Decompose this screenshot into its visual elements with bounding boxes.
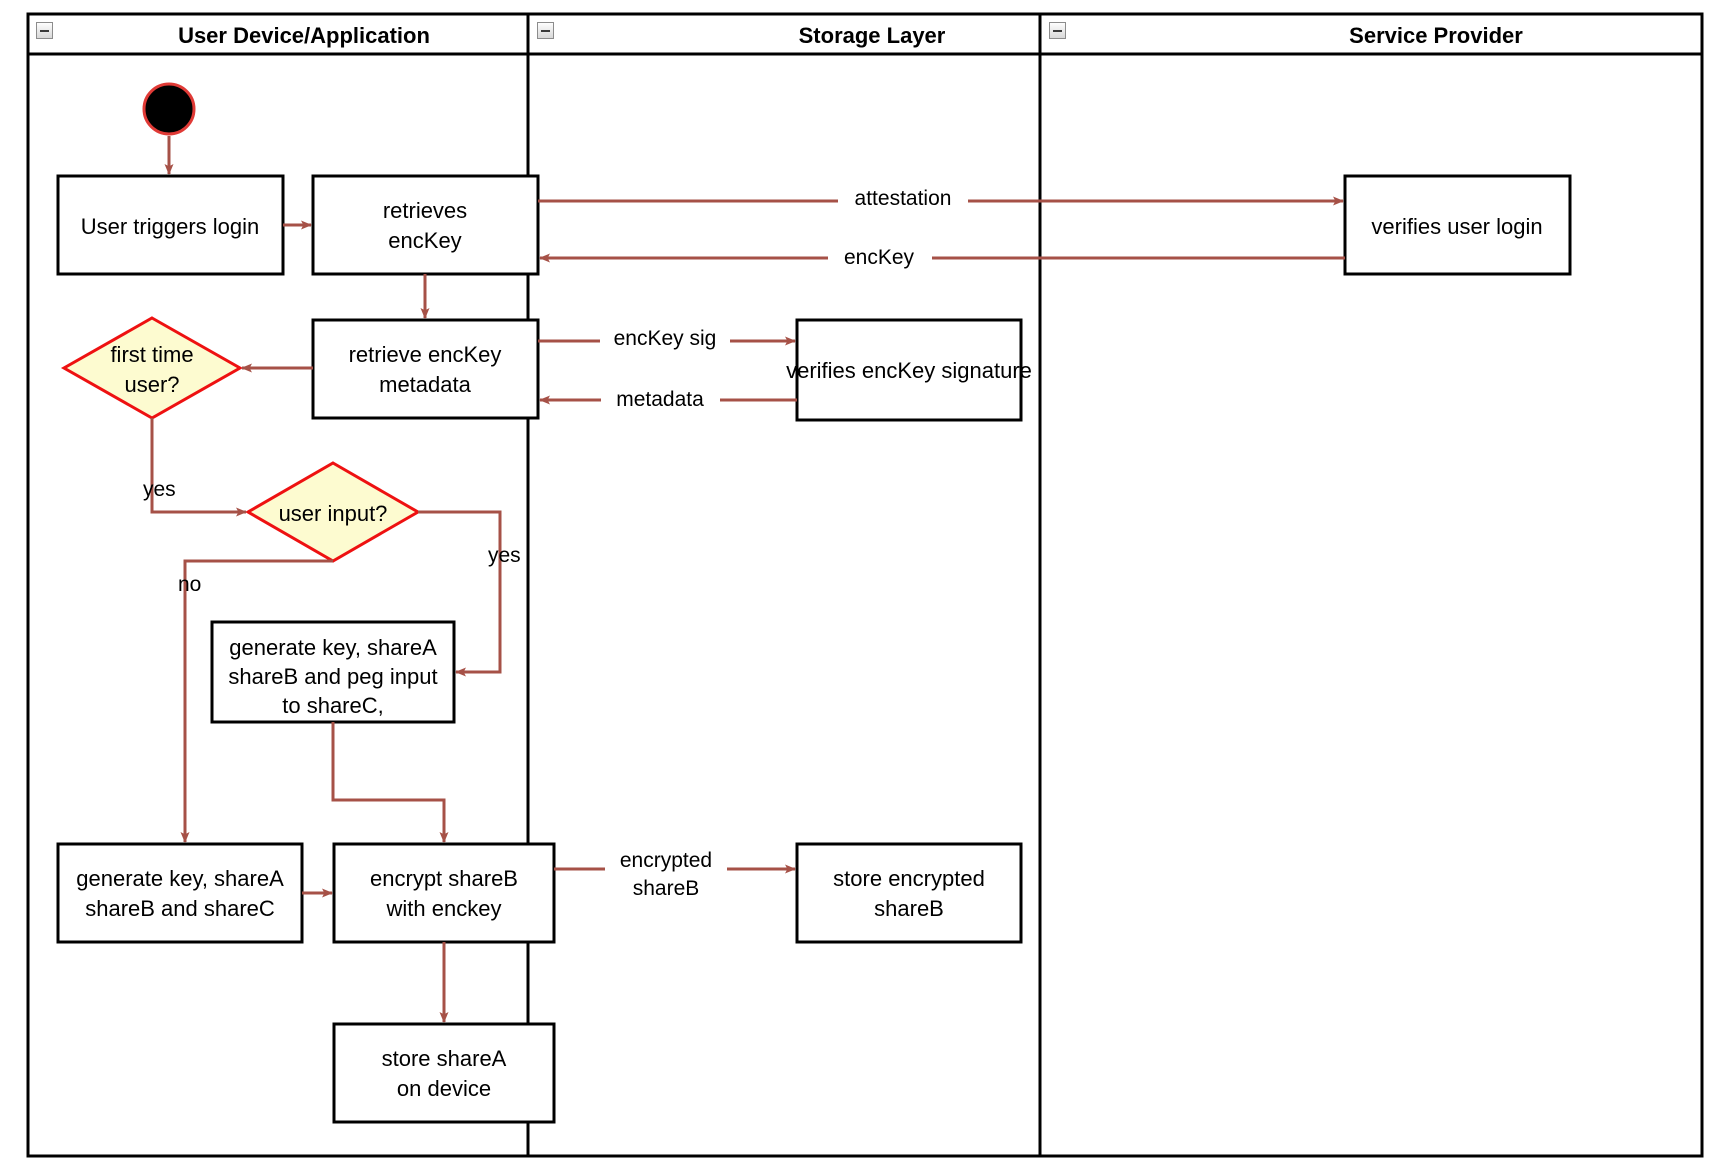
node-retrieves-enckey: [311, 174, 540, 276]
edge-label-no-user-input: no: [178, 573, 201, 596]
label-bg-encrypted-shareb: [605, 845, 727, 901]
node-store-sharea-on-device-line-1: store shareA: [382, 1046, 507, 1071]
node-user-triggers-login: [56, 174, 285, 276]
node-verifies-user-login: [1343, 174, 1572, 276]
node-encrypt-shareb: [332, 842, 556, 944]
node-generate-key-shares: [56, 842, 304, 944]
node-user-triggers-login-line-1: User triggers login: [81, 214, 260, 239]
node-generate-key-peg-line-3: to shareC,: [282, 693, 384, 718]
label-bg-metadata: [601, 387, 720, 413]
lane-title-service-provider: Service Provider: [1349, 23, 1523, 48]
collapse-icon-storage[interactable]: [537, 22, 554, 39]
node-retrieve-enckey-metadata: [311, 318, 540, 420]
decision-user-input-line-1: user input?: [279, 501, 388, 526]
edge-label-encrypted-shareb-line-1: encrypted: [620, 849, 712, 872]
node-store-sharea-on-device: [332, 1022, 556, 1124]
edge-user-input-yes-to-generate-key-peg: [418, 510, 502, 677]
edge-generate-key-peg-to-encrypt-shareb: [331, 722, 449, 843]
node-retrieves-enckey-line-1: retrieves: [383, 198, 467, 223]
node-verifies-enckey-signature-line-1: verifies encKey signature: [786, 358, 1032, 383]
decision-first-time-user: [60, 316, 244, 420]
label-bg-enckey: [828, 245, 932, 271]
edge-label-yes-first-time: yes: [143, 478, 176, 501]
node-store-encrypted-shareb-line-1: store encrypted: [833, 866, 985, 891]
node-retrieve-enckey-metadata-line-1: retrieve encKey: [349, 342, 502, 367]
node-generate-key-shares-line-2: shareB and shareC: [85, 896, 275, 921]
edge-label-metadata: metadata: [616, 388, 704, 411]
edge-first-time-user-yes-to-user-input: [150, 418, 247, 517]
node-generate-key-shares-line-1: generate key, shareA: [76, 866, 284, 891]
lane-title-user-device: User Device/Application: [178, 23, 430, 48]
label-bg-attestation: [838, 186, 968, 212]
start-node: [142, 82, 196, 136]
edge-label-attestation: attestation: [855, 187, 952, 210]
node-encrypt-shareb-line-2: with enckey: [386, 896, 502, 921]
node-verifies-user-login-line-1: verifies user login: [1371, 214, 1542, 239]
node-generate-key-peg-line-2: shareB and peg input: [228, 664, 437, 689]
decision-first-time-user-line-2: user?: [124, 372, 179, 397]
node-store-sharea-on-device-line-2: on device: [397, 1076, 491, 1101]
label-bg-enckey-sig: [600, 326, 730, 352]
node-retrieve-enckey-metadata-line-2: metadata: [379, 372, 471, 397]
node-encrypt-shareb-line-1: encrypt shareB: [370, 866, 518, 891]
edge-label-yes-user-input: yes: [488, 544, 521, 567]
edge-label-encrypted-shareb-line-2: shareB: [633, 877, 700, 900]
collapse-icon-service-provider[interactable]: [1049, 22, 1066, 39]
swimlane-frame: [26, 12, 1704, 1158]
node-store-encrypted-shareb-line-2: shareB: [874, 896, 944, 921]
node-retrieves-enckey-line-2: encKey: [388, 228, 461, 253]
node-verifies-enckey-signature: [795, 318, 1023, 422]
node-generate-key-peg-line-1: generate key, shareA: [229, 635, 437, 660]
node-store-encrypted-shareb: [795, 842, 1023, 944]
lane-title-storage: Storage Layer: [799, 23, 946, 48]
edge-label-enckey: encKey: [844, 246, 915, 269]
edge-user-input-no-to-generate-key-shares: [180, 559, 333, 843]
edge-label-enckey-sig: encKey sig: [614, 327, 717, 350]
collapse-icon-user-device[interactable]: [36, 22, 53, 39]
decision-first-time-user-line-1: first time: [110, 342, 193, 367]
